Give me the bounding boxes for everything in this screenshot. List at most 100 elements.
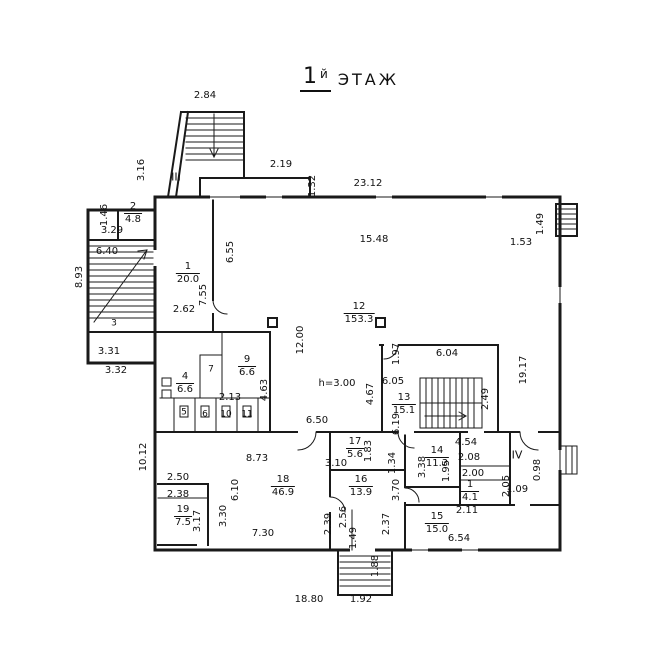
room-area: 13.9	[349, 486, 373, 498]
room-area: 153.3	[344, 313, 374, 325]
room-number: 7	[208, 364, 214, 375]
room-number: 10	[220, 409, 232, 420]
window-sill-lines	[209, 196, 561, 551]
room-number: 17	[346, 436, 364, 449]
dimension-label: 0.98	[532, 458, 543, 482]
floor-number-group: 1 й	[300, 66, 331, 92]
room-number: 9	[238, 354, 256, 367]
room-area: 15.1	[392, 404, 416, 416]
dimension-label: 6.54	[447, 533, 471, 544]
dimension-label: 3.70	[391, 478, 402, 502]
floor-number-suffix: й	[320, 67, 328, 81]
room-area: 6.6	[177, 383, 193, 395]
dimension-label: 18.80	[294, 594, 324, 605]
dimension-label: 2.49	[480, 387, 491, 411]
dimension-label: 19.17	[518, 355, 529, 385]
room-area: 11.3	[425, 457, 449, 469]
room-number: 16	[348, 474, 374, 487]
room-area: 4.8	[125, 213, 141, 225]
dimension-label: 8.93	[74, 265, 85, 289]
dimension-label: 2.84	[193, 90, 217, 101]
stair-treads-right-annex	[556, 208, 577, 230]
floor-number: 1	[303, 64, 317, 89]
dimension-label: 7.55	[198, 283, 209, 307]
room-area: 46.9	[271, 486, 295, 498]
room-number: 11	[241, 409, 253, 420]
stair-treads-left-stairwell	[89, 245, 154, 319]
dimension-label: 1.34	[387, 451, 398, 475]
dimension-label: 4.54	[454, 437, 478, 448]
dimension-label: 2.00	[461, 468, 485, 479]
dimension-label: 8.73	[245, 453, 269, 464]
stair-treads-bottom-exit	[339, 555, 391, 587]
floor-word: ЭТАЖ	[337, 70, 399, 89]
dimension-label: 15.48	[359, 234, 389, 245]
dimension-label: 2.62	[172, 304, 196, 315]
dimension-label: 3.32	[104, 365, 128, 376]
dimension-label: 2.50	[166, 472, 190, 483]
dimension-label: 23.12	[353, 178, 383, 189]
dimension-label: 1.49	[348, 526, 359, 550]
dimension-label: 6.50	[305, 415, 329, 426]
room-number: 15	[424, 511, 450, 524]
dimension-label: 6.04	[435, 348, 459, 359]
stair-arrow-top	[209, 113, 219, 159]
room-area: 4.1	[462, 491, 478, 503]
room-area: 6.6	[239, 366, 255, 378]
dimension-label: 2.39	[323, 512, 334, 536]
stair-arrow-left	[93, 249, 148, 323]
room-area: 20.0	[176, 273, 200, 285]
dimension-label: 10.12	[138, 442, 149, 472]
dimension-label: 1.46	[99, 203, 110, 227]
dimension-label: 1.88	[370, 554, 381, 578]
room-number: 19	[174, 504, 192, 517]
dimension-label: 7.30	[251, 528, 275, 539]
dimension-label: 4.67	[365, 382, 376, 406]
dimension-label: 6.40	[95, 246, 119, 257]
exit-iv-steps	[559, 445, 578, 475]
dimension-label: 12.00	[295, 325, 306, 355]
plumbing-fixtures	[161, 377, 252, 418]
dimension-label: 3.31	[97, 346, 121, 357]
dimension-label: 2.13	[218, 392, 242, 403]
room-area: 7.5	[175, 516, 191, 528]
dimension-label: 2.56	[338, 505, 349, 529]
dimension-label: 1.97	[391, 342, 402, 366]
dimension-label: 6.10	[230, 478, 241, 502]
dimension-label: 2.08	[457, 452, 481, 463]
page-title: 1 й ЭТАЖ	[300, 66, 399, 92]
stair-room13	[419, 377, 483, 429]
room-number: 13	[391, 392, 417, 405]
room-number: 4	[176, 371, 194, 384]
dimension-label: 2.19	[269, 159, 293, 170]
door-arcs	[212, 299, 539, 513]
room-number: 5	[181, 407, 187, 418]
dimension-label: 3.30	[218, 504, 229, 528]
dimension-label: 1.09	[505, 484, 529, 495]
room-number: 2	[124, 201, 142, 214]
dimension-label: 2.37	[381, 512, 392, 536]
dimension-label: 6.55	[225, 240, 236, 264]
dimension-label: 1.49	[535, 212, 546, 236]
dimension-label: 1.32	[307, 174, 318, 198]
ceiling-height-note: h=3.00	[318, 378, 356, 389]
toilet-partitions	[157, 331, 511, 551]
room-number: 14	[424, 445, 450, 458]
interior-walls	[87, 110, 561, 551]
room-number: 1	[175, 261, 201, 274]
dimension-label: 3.17	[192, 509, 203, 533]
dimension-label: 1.92	[349, 594, 373, 605]
entrance-iii-label: III	[171, 170, 181, 184]
dimension-label: 3.29	[100, 225, 124, 236]
